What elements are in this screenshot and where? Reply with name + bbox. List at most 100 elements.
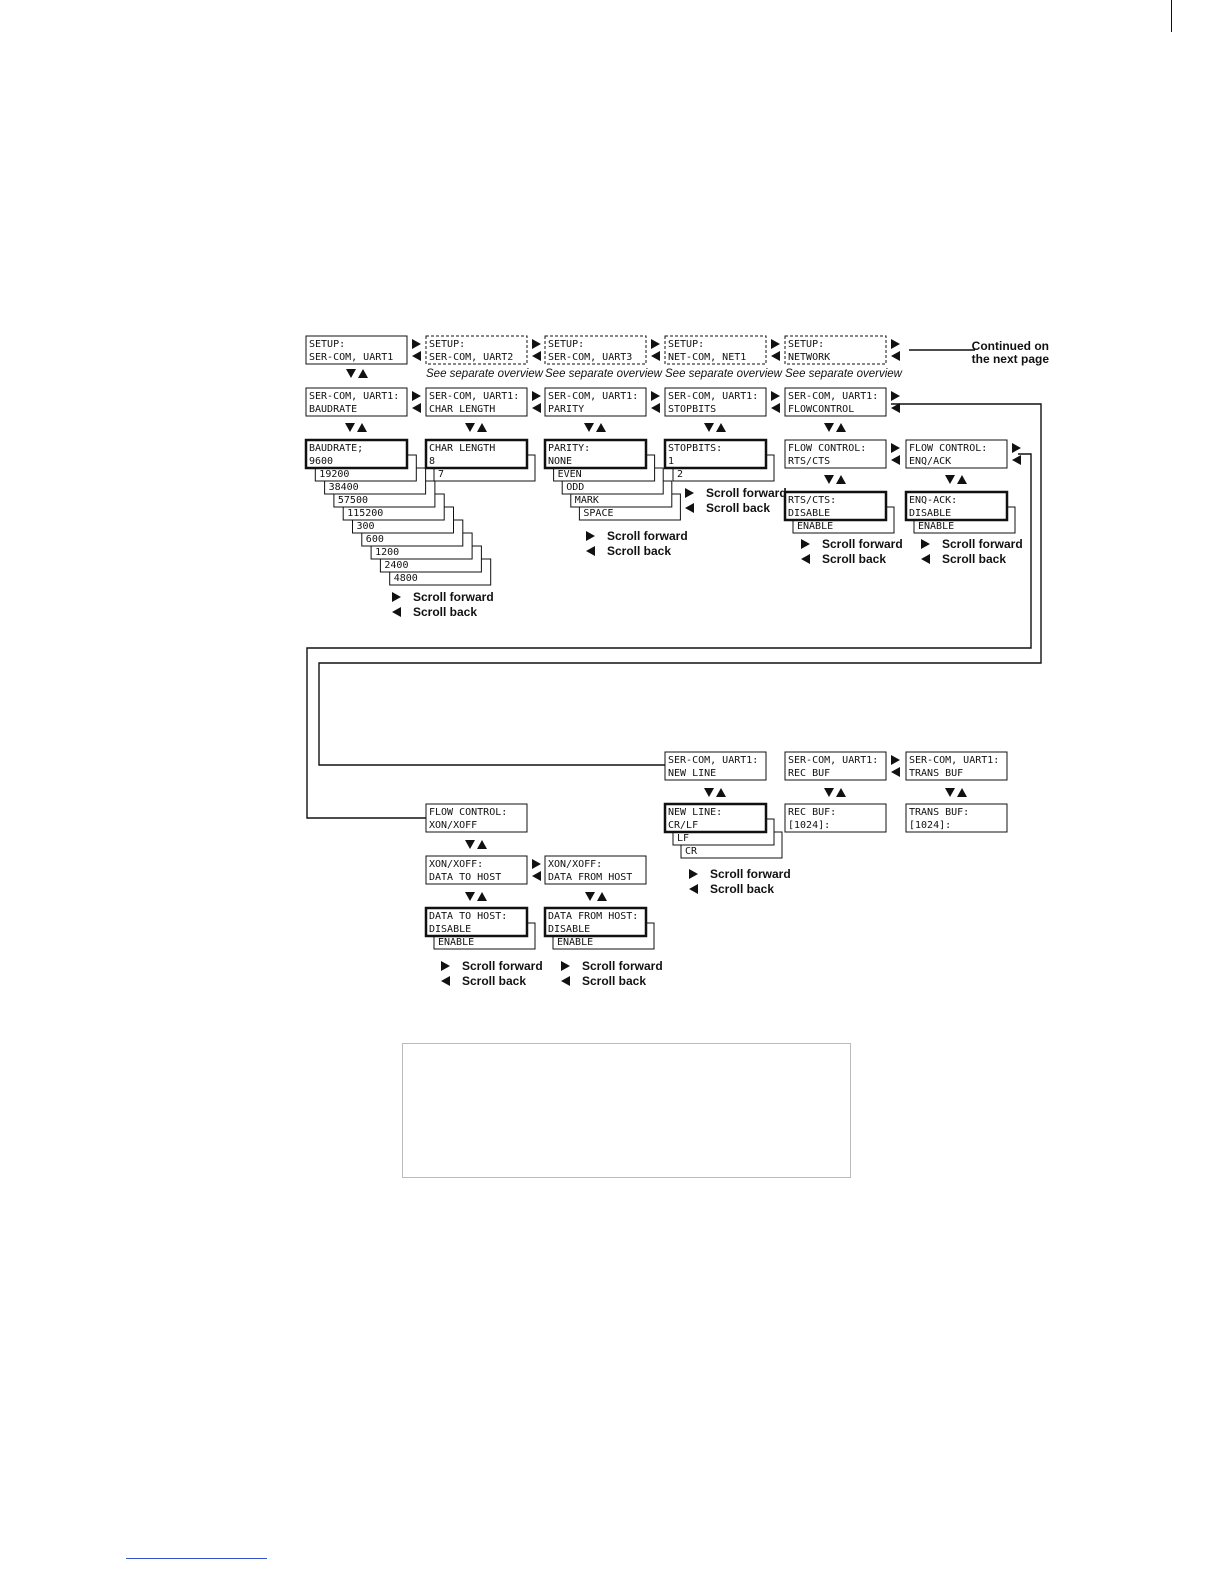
scroll-back-arrow-icon (651, 351, 660, 361)
rts-cts-header-box (783, 490, 888, 522)
enq-ack-option: ENABLE (918, 521, 954, 532)
stopbits-header-box (663, 438, 768, 470)
continued-label-1: Continued on (972, 339, 1049, 353)
up-arrow-icon (836, 788, 846, 797)
up-arrow-icon (358, 369, 368, 378)
stopbits-option: 2 (677, 469, 683, 480)
scroll-forward-arrow-icon (891, 391, 900, 401)
xon-to-host-box (425, 855, 528, 885)
baudrate-option: 38400 (329, 482, 359, 493)
newline-option: CR (685, 846, 698, 857)
newline-menu-box-line-2: NEW LINE (668, 768, 716, 779)
baudrate-option: 1200 (375, 547, 399, 558)
parity-header: PARITY: (548, 443, 590, 454)
menu-box-3 (544, 387, 647, 417)
data-from-host-option: ENABLE (557, 937, 593, 948)
baudrate-header-box (304, 438, 409, 470)
scroll-back-label: Scroll back (413, 605, 477, 619)
data-to-host-selected-option: DISABLE (429, 924, 471, 935)
scroll-forward-arrow-icon (891, 755, 900, 765)
stopbits-header: STOPBITS: (668, 443, 722, 454)
menu-box-5-line-1: SER-COM, UART1: (788, 391, 878, 402)
scroll-forward-label: Scroll forward (822, 537, 903, 551)
parity-option: EVEN (558, 469, 582, 480)
up-arrow-icon (477, 892, 487, 901)
scroll-forward-arrow-icon (412, 339, 421, 349)
up-arrow-icon (357, 423, 367, 432)
flow-rts-box-line-1: FLOW CONTROL: (788, 443, 866, 454)
setup-box-2-line-2: SER-COM, UART2 (429, 352, 513, 363)
setup-box-5 (784, 335, 887, 365)
newline-menu-box (664, 751, 767, 781)
scroll-back-arrow-icon (532, 351, 541, 361)
scroll-back-icon (685, 503, 694, 513)
scroll-forward-icon (441, 961, 450, 971)
page-edge-rule (1171, 0, 1172, 32)
flow-rts-box (784, 439, 887, 469)
xon-from-host-box-line-2: DATA FROM HOST (548, 872, 632, 883)
setup-box-4 (664, 335, 767, 365)
parity-header-box (543, 438, 648, 470)
rts-cts-option: ENABLE (797, 521, 833, 532)
down-arrow-icon (945, 788, 955, 797)
scroll-forward-label: Scroll forward (413, 590, 494, 604)
xon-from-host-box (544, 855, 647, 885)
menu-box-2-line-2: CHAR LENGTH (429, 404, 495, 415)
connector-flowcontrol-to-newline (318, 403, 1042, 766)
scroll-forward-arrow-icon (532, 339, 541, 349)
scroll-forward-icon (586, 531, 595, 541)
scroll-back-label: Scroll back (822, 552, 886, 566)
down-arrow-icon (704, 788, 714, 797)
flow-rts-box-line-2: RTS/CTS (788, 456, 830, 467)
scroll-forward-label: Scroll forward (710, 867, 791, 881)
up-arrow-icon (597, 892, 607, 901)
scroll-forward-icon (685, 488, 694, 498)
down-arrow-icon (465, 840, 475, 849)
baudrate-option: 115200 (347, 508, 383, 519)
setup-box-2-line-1: SETUP: (429, 339, 465, 350)
scroll-forward-label: Scroll forward (607, 529, 688, 543)
scroll-forward-label: Scroll forward (582, 959, 663, 973)
scroll-forward-arrow-icon (532, 391, 541, 401)
setup-box-2 (425, 335, 528, 365)
down-arrow-icon (585, 892, 595, 901)
baudrate-option: 19200 (319, 469, 349, 480)
down-arrow-icon (824, 475, 834, 484)
scroll-back-icon (561, 976, 570, 986)
rts-cts-selected-option: DISABLE (788, 508, 830, 519)
menu-box-4 (664, 387, 767, 417)
xon-to-host-box-line-2: DATA TO HOST (429, 872, 501, 883)
parity-selected-option: NONE (548, 456, 572, 467)
scroll-forward-arrow-icon (771, 339, 780, 349)
setup-box-3-line-2: SER-COM, UART3 (548, 352, 632, 363)
scroll-forward-icon (921, 539, 930, 549)
scroll-back-arrow-icon (891, 351, 900, 361)
scroll-back-arrow-icon (891, 767, 900, 777)
setup-box-3-line-1: SETUP: (548, 339, 584, 350)
flow-xon-box-line-2: XON/XOFF (429, 820, 477, 831)
parity-option: ODD (566, 482, 584, 493)
menu-box-1-line-1: SER-COM, UART1: (309, 391, 399, 402)
transbuf-value-box-line-1: TRANS BUF: (909, 807, 969, 818)
setup-box-1-line-1: SETUP: (309, 339, 345, 350)
down-arrow-icon (345, 423, 355, 432)
transbuf-value-box (905, 803, 1008, 833)
newline-menu-box-line-1: SER-COM, UART1: (668, 755, 758, 766)
scroll-back-arrow-icon (532, 871, 541, 881)
scroll-back-icon (801, 554, 810, 564)
down-arrow-icon (465, 423, 475, 432)
data-to-host-header: DATA TO HOST: (429, 911, 507, 922)
note-box (402, 1043, 851, 1178)
scroll-back-icon (921, 554, 930, 564)
enq-ack-header-box (904, 490, 1009, 522)
scroll-forward-arrow-icon (891, 443, 900, 453)
scroll-back-icon (586, 546, 595, 556)
menu-box-2 (425, 387, 528, 417)
scroll-back-arrow-icon (771, 351, 780, 361)
transbuf-menu-box-line-2: TRANS BUF (909, 768, 963, 779)
menu-box-3-line-1: SER-COM, UART1: (548, 391, 638, 402)
scroll-forward-icon (392, 592, 401, 602)
scroll-forward-arrow-icon (891, 339, 900, 349)
scroll-back-icon (392, 607, 401, 617)
flow-xon-box-line-1: FLOW CONTROL: (429, 807, 507, 818)
